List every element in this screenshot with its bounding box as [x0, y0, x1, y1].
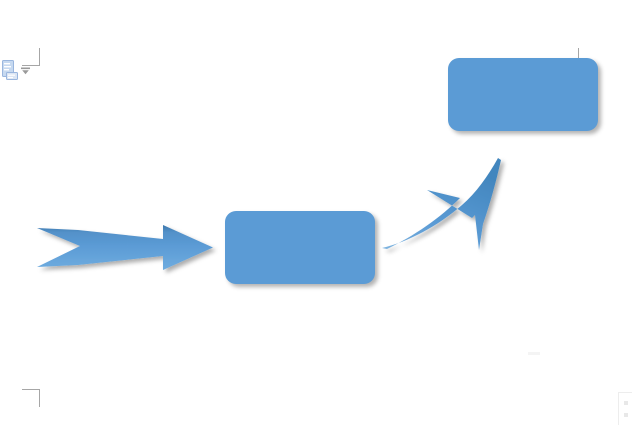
shape-curved-up-arrow[interactable] [378, 152, 510, 264]
clipboard-paste-icon [2, 60, 18, 80]
chevron-down-icon[interactable] [20, 65, 31, 76]
margin-mark-bottom-left [22, 389, 40, 407]
shape-rounded-rectangle-1[interactable] [225, 211, 375, 284]
page-artifact-speck [528, 352, 540, 355]
scrollbar-remnant[interactable] [618, 392, 632, 425]
shape-striped-right-arrow[interactable] [30, 218, 226, 278]
scrollbar-pip [624, 401, 628, 405]
paste-options-button[interactable] [2, 60, 31, 80]
scrollbar-pip [624, 413, 628, 417]
shape-rounded-rectangle-2[interactable] [448, 58, 598, 131]
